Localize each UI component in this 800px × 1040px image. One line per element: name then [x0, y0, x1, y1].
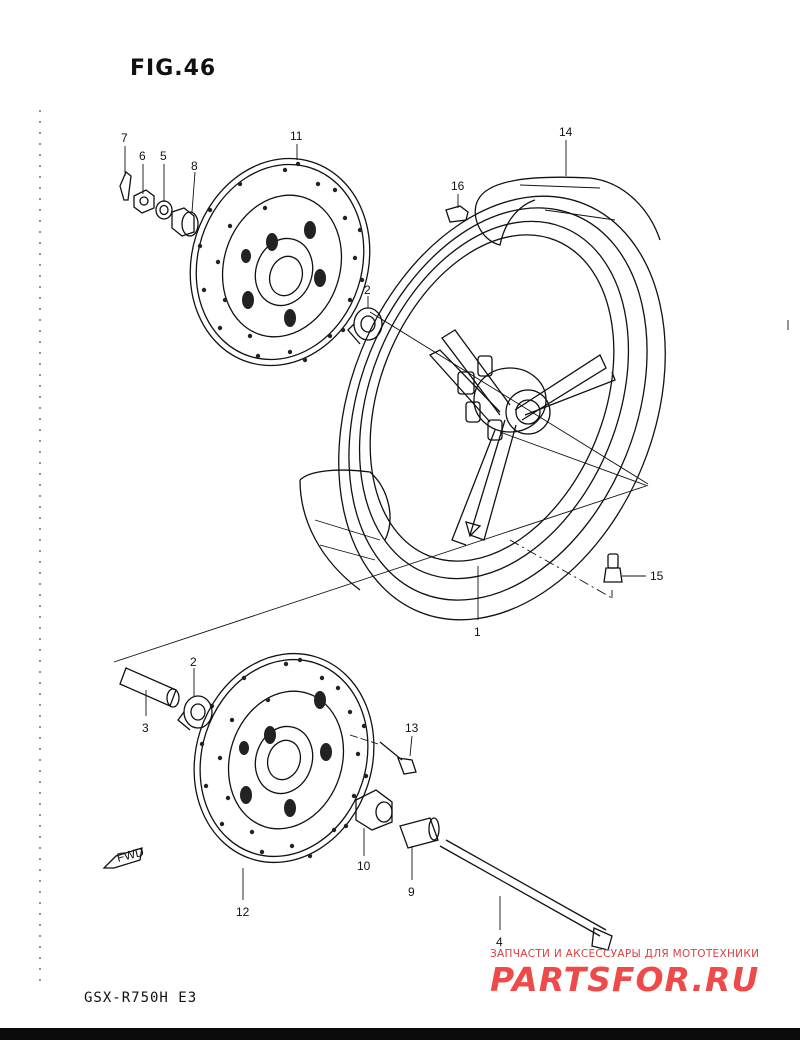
- callout-3: 3: [142, 721, 149, 735]
- bottom-border-bar: [0, 1028, 800, 1040]
- brake-disc-upper[interactable]: [164, 135, 396, 389]
- callout-2-upper: 2: [364, 283, 371, 297]
- brake-disc-lower[interactable]: [168, 630, 401, 886]
- watermark-logo: PARTSFOR.RU: [490, 960, 760, 999]
- model-code: GSX-R750H E3: [84, 990, 198, 1006]
- callout-10: 10: [357, 859, 371, 873]
- axle-spacer[interactable]: [355, 789, 393, 831]
- callout-numbers: 7 6 5 8 11 2 14 16 15 1 2 3 13 10 9 4 12: [121, 125, 664, 949]
- spacer-tube[interactable]: [119, 667, 180, 708]
- callout-5: 5: [160, 149, 167, 163]
- svg-text:FWD: FWD: [115, 845, 145, 865]
- air-valve[interactable]: [603, 553, 623, 583]
- callout-15: 15: [650, 569, 664, 583]
- fwd-arrow-icon: FWD: [102, 845, 146, 869]
- callout-7: 7: [121, 131, 128, 145]
- callout-12: 12: [236, 905, 250, 919]
- front-axle[interactable]: [439, 839, 613, 951]
- callout-14: 14: [559, 125, 573, 139]
- leader-lines: [124, 140, 646, 930]
- castle-nut[interactable]: [133, 189, 155, 214]
- wheel-assembly[interactable]: [279, 147, 726, 669]
- callout-4: 4: [496, 935, 503, 949]
- callout-11: 11: [290, 129, 303, 143]
- collar-sleeve[interactable]: [399, 817, 440, 849]
- callout-6: 6: [139, 149, 146, 163]
- washer[interactable]: [155, 200, 173, 220]
- bearing-lower[interactable]: [177, 695, 213, 731]
- callout-1: 1: [474, 625, 481, 639]
- assembly-guide-lines: [113, 311, 649, 745]
- disc-bolt[interactable]: [379, 741, 417, 775]
- callout-9: 9: [408, 885, 415, 899]
- callout-8: 8: [191, 159, 198, 173]
- figure-title: FIG.46: [130, 56, 217, 81]
- callout-2-lower: 2: [190, 655, 197, 669]
- balancer-weight[interactable]: [445, 205, 469, 223]
- cotter-pin[interactable]: [119, 170, 132, 201]
- watermark-subtitle: ЗАПЧАСТИ И АКСЕССУАРЫ ДЛЯ МОТОТЕХНИКИ: [490, 948, 760, 960]
- collar[interactable]: [171, 207, 199, 237]
- callout-16: 16: [451, 179, 465, 193]
- callout-13: 13: [405, 721, 419, 735]
